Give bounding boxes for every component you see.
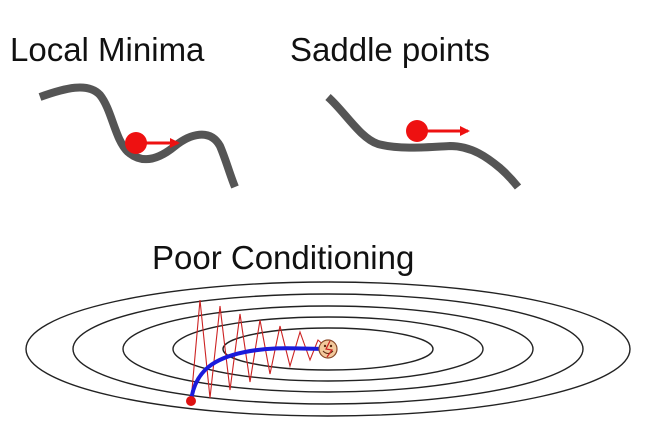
saddle-points-panel: Saddle points: [290, 31, 522, 190]
start-point-icon: [186, 396, 196, 406]
poor-conditioning-panel: Poor Conditioning: [25, 239, 631, 417]
contour-ellipse: [25, 281, 631, 417]
contour-ellipse: [72, 293, 584, 405]
contour-ellipse: [122, 305, 534, 393]
local-minima-panel: Local Minima: [10, 31, 239, 189]
poor-conditioning-title: Poor Conditioning: [152, 239, 414, 276]
contour-ellipse: [172, 316, 484, 382]
local-minima-ball: [125, 132, 147, 154]
smiley-face-icon: [318, 339, 338, 359]
saddle-points-title: Saddle points: [290, 31, 490, 68]
contour-lines: [25, 281, 631, 417]
momentum-path: [189, 346, 330, 403]
local-minima-title: Local Minima: [10, 31, 205, 68]
contour-ellipse: [222, 327, 434, 371]
saddle-points-curve: [325, 94, 522, 190]
sgd-zigzag-path: [190, 299, 329, 402]
saddle-points-ball: [406, 120, 428, 142]
local-minima-curve: [38, 83, 239, 189]
